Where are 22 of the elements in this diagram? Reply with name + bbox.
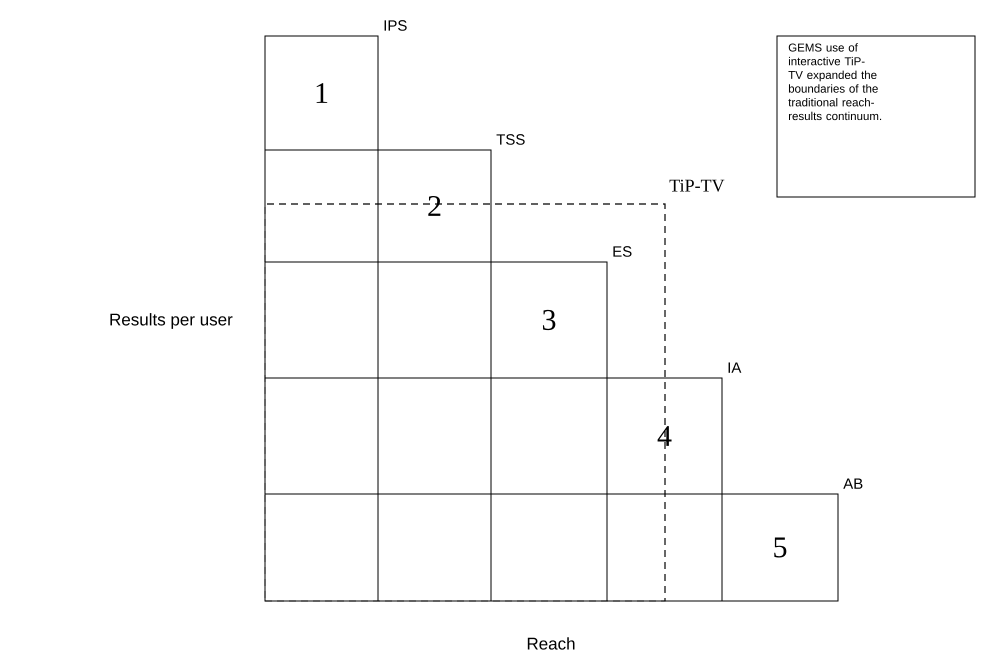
empty-box xyxy=(378,262,492,378)
empty-box xyxy=(264,378,378,494)
empty-box xyxy=(264,262,378,378)
empty-box xyxy=(490,494,608,602)
step-label: IA xyxy=(728,362,742,373)
empty-box xyxy=(606,494,722,602)
step-label: AB xyxy=(843,478,862,489)
cell-number: 1 xyxy=(316,83,328,103)
cell-number: 3 xyxy=(542,310,556,330)
empty-box xyxy=(378,494,492,602)
step-label: IPS xyxy=(384,20,407,31)
note-box: GEMS use of interactive TiP-TV expanded the boundaries of the traditional reach-results continuum. xyxy=(776,36,976,198)
axis-label: Results per user xyxy=(110,313,232,329)
axis-label: Reach xyxy=(528,637,574,650)
empty-box xyxy=(490,378,608,494)
region-label: TiP-TV xyxy=(670,180,724,192)
empty-box xyxy=(378,378,492,494)
step-label: TSS xyxy=(496,134,525,145)
step-label: ES xyxy=(613,246,632,257)
cell-number: 5 xyxy=(774,538,786,558)
cell-number: 4 xyxy=(658,426,672,446)
empty-box xyxy=(264,494,378,602)
